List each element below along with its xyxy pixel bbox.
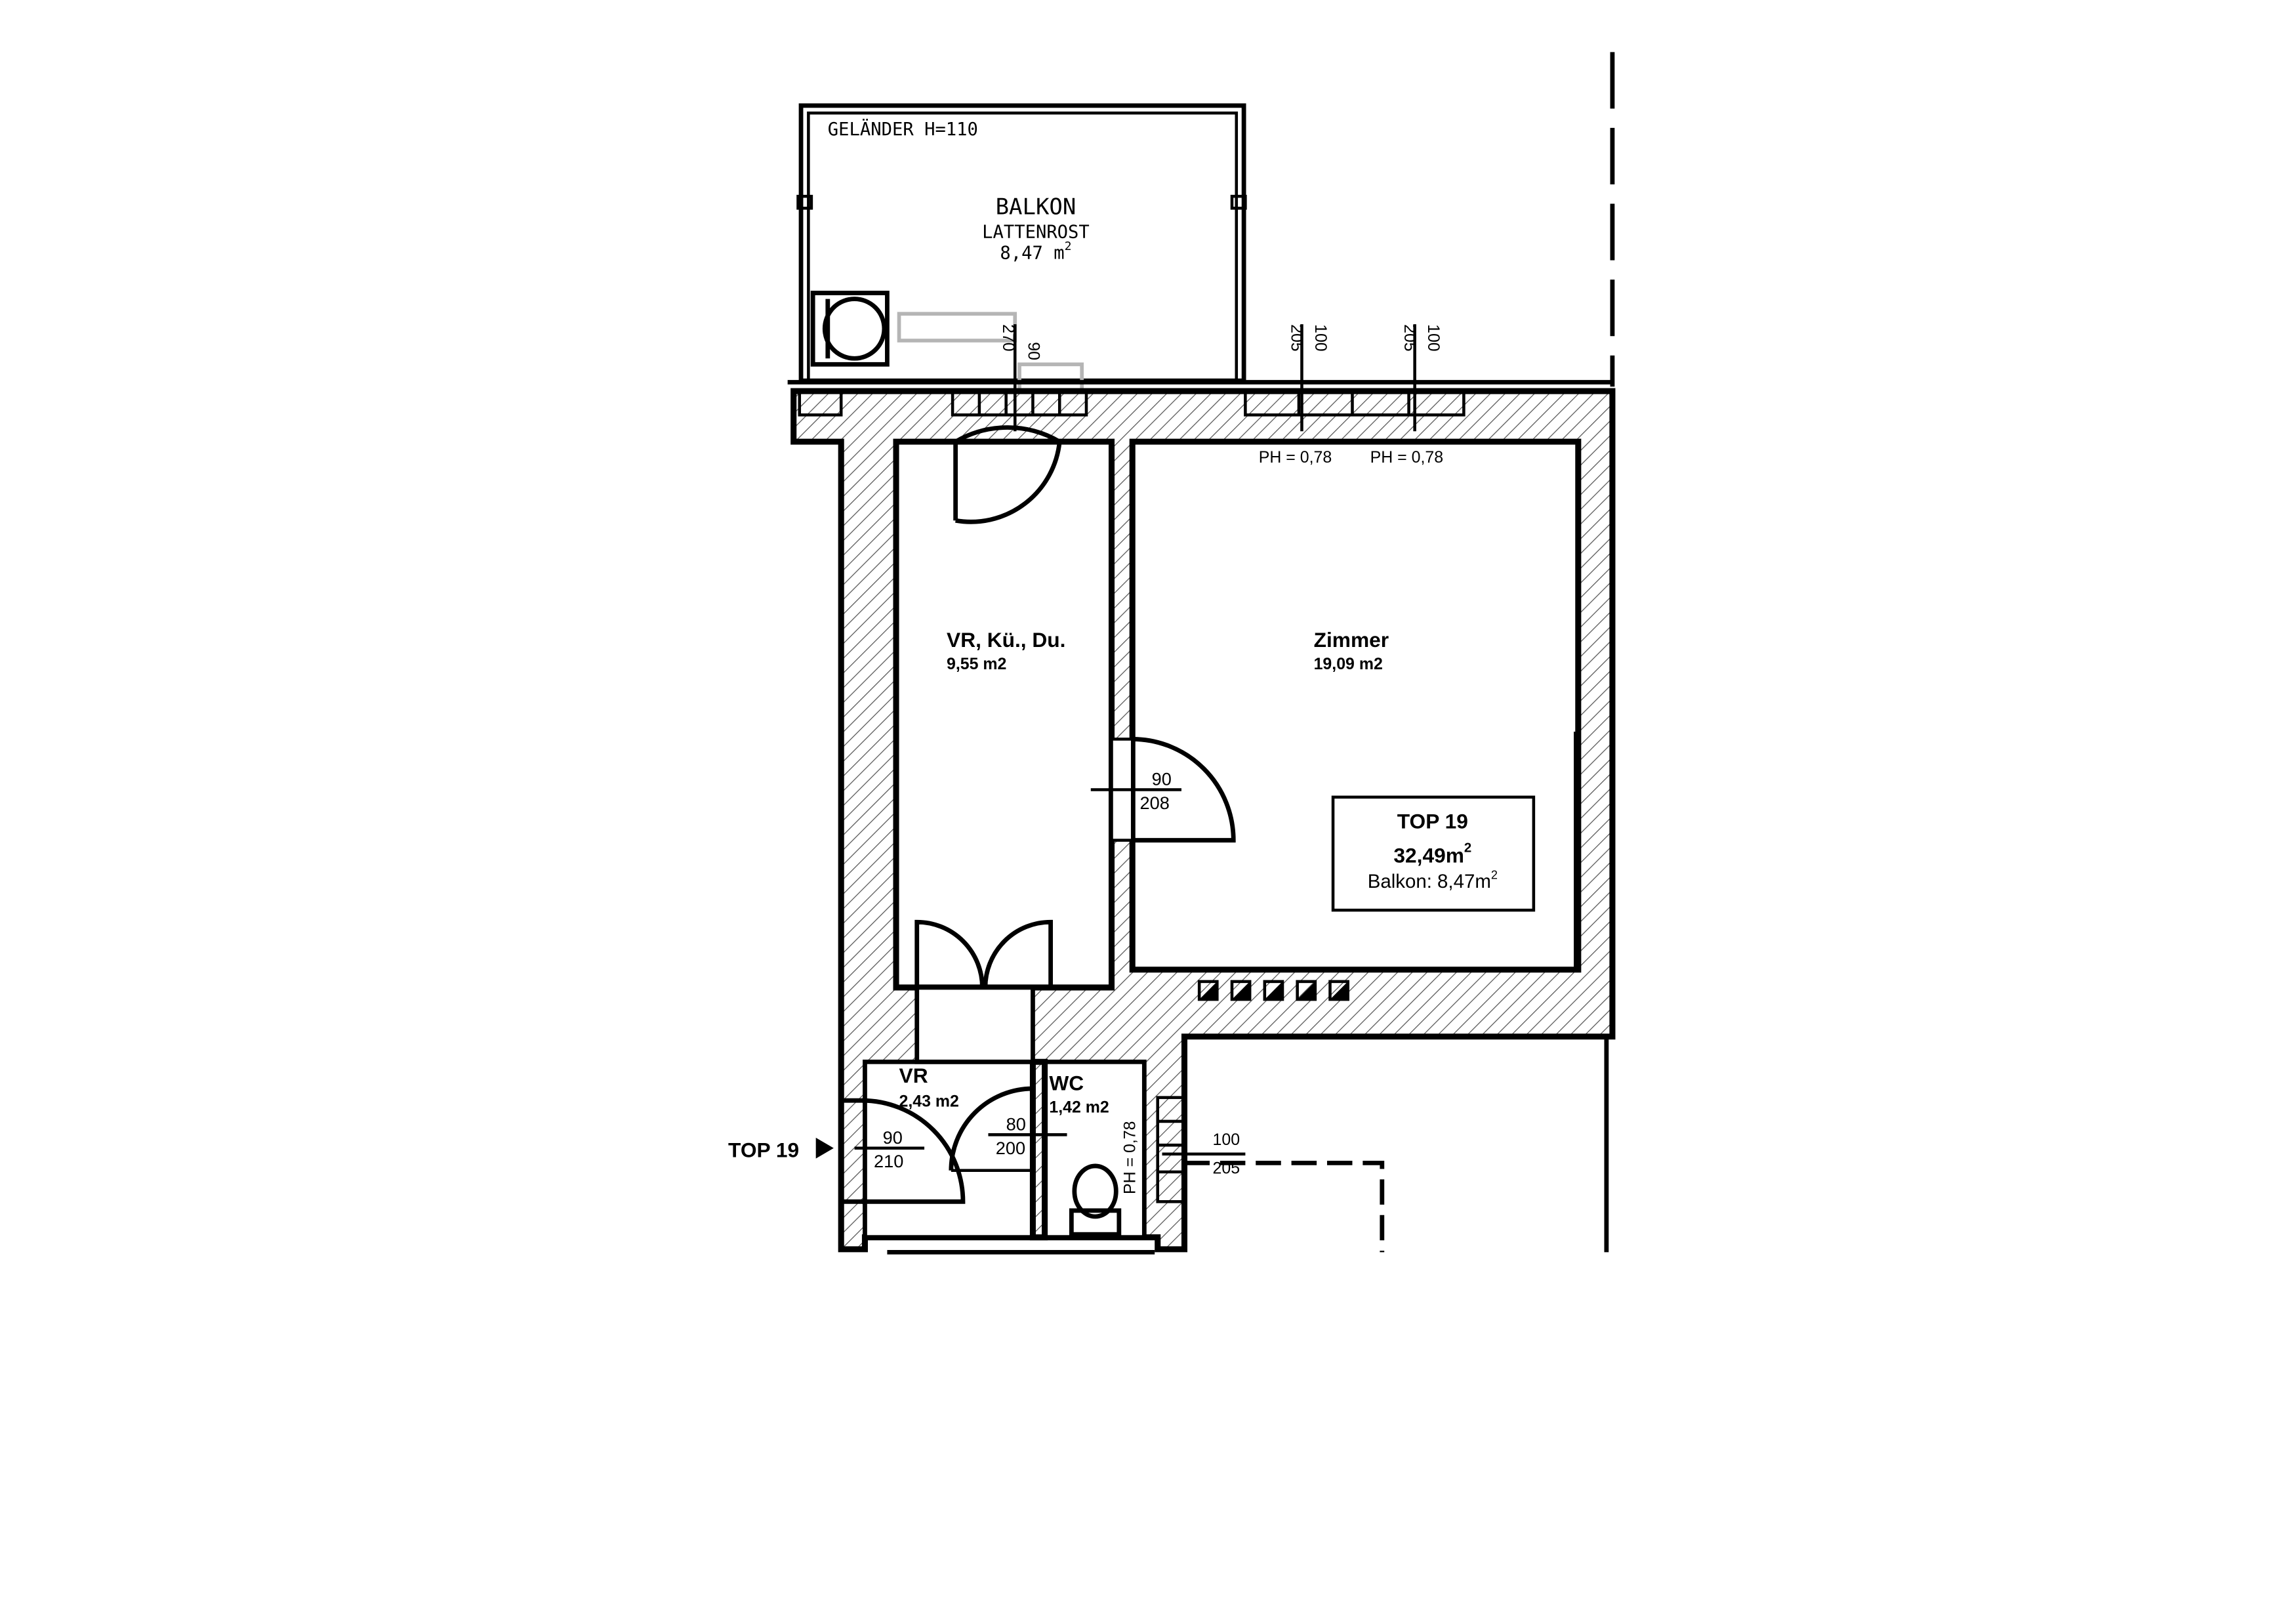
kitchen-name: VR, Kü., Du.: [947, 628, 1065, 652]
unit-title: TOP 19: [1397, 809, 1468, 833]
hall-window-height: 205: [1213, 1159, 1240, 1177]
balcony-door-swing: [953, 425, 1061, 521]
ac-unit-icon: [810, 291, 890, 367]
wc-window-frame: [1156, 1096, 1186, 1203]
unit-balcony-area: Balkon: 8,47m2: [1368, 868, 1498, 892]
ventilation-markers: [1197, 980, 1349, 1001]
window-frame: [798, 389, 843, 417]
hall-area: 2,43 m2: [899, 1092, 959, 1110]
window-1-height: 205: [1288, 324, 1306, 352]
window-1-parapet: PH = 0,78: [1259, 448, 1332, 467]
window-2-parapet: PH = 0,78: [1370, 448, 1443, 467]
balcony-floor-label: LATTENROST: [982, 222, 1090, 243]
balcony-area: 8,47 m2: [1000, 239, 1071, 264]
unit-info-box: TOP 19 32,49m2 Balkon: 8,47m2: [1331, 795, 1536, 912]
toilet-icon: [1069, 1163, 1122, 1237]
entry-door-height: 210: [874, 1151, 903, 1171]
dashed-outline: [1184, 1160, 1385, 1253]
entry-marker: TOP 19: [728, 1137, 834, 1161]
doors: [861, 425, 1236, 1204]
window-1-width: 100: [1311, 324, 1330, 352]
entry-arrow-icon: [815, 1137, 834, 1159]
room-name: Zimmer: [1314, 628, 1389, 652]
partition-wall: [1029, 1058, 1048, 1241]
hall-name: VR: [899, 1064, 928, 1087]
wc-floor: [1042, 1059, 1147, 1240]
passage: [914, 985, 1035, 1064]
wc-window-parapet: PH = 0,78: [1121, 1121, 1139, 1194]
window-2-height: 205: [1401, 324, 1419, 352]
balcony-title: BALKON: [996, 194, 1076, 220]
entry-door-swing: [861, 1098, 966, 1204]
hall-window-width: 100: [1213, 1131, 1240, 1149]
window-1-frame: [1244, 389, 1466, 417]
railing-post: [1230, 194, 1247, 210]
entry-label: TOP 19: [728, 1138, 799, 1161]
balcony-door-height: 270: [999, 324, 1017, 352]
windows: [798, 389, 1466, 1255]
wc-door-width: 80: [1006, 1114, 1026, 1135]
room-area: 19,09 m2: [1314, 655, 1383, 673]
room-door-swing: [1132, 737, 1236, 843]
kitchen-double-door-right: [983, 919, 1054, 988]
ac-fan-icon: [822, 297, 887, 361]
room-door-height: 208: [1140, 793, 1170, 813]
balcony-door-width: 90: [1025, 342, 1043, 360]
balcony-bench: [897, 312, 1017, 343]
kitchen-double-door-left: [914, 919, 985, 988]
wc-door-height: 200: [996, 1138, 1025, 1158]
railing-label: GELÄNDER H=110: [828, 119, 978, 140]
entry-door-width: 90: [883, 1127, 903, 1148]
boundary-lines: [840, 52, 1615, 1253]
window-2-width: 100: [1424, 324, 1443, 352]
wc-area: 1,42 m2: [1049, 1098, 1109, 1116]
kitchen-area: 9,55 m2: [947, 655, 1006, 673]
unit-area: 32,49m2: [1393, 841, 1471, 867]
railing-post: [796, 194, 813, 210]
unit-info-frame: [1331, 795, 1536, 912]
wc-name: WC: [1049, 1071, 1084, 1094]
room-door-width: 90: [1152, 769, 1172, 789]
room-labels: VR, Kü., Du. 9,55 m2 Zimmer 19,09 m2 VR …: [899, 628, 1389, 1116]
balcony-door-frame: [951, 389, 1088, 417]
dimensions: 90 270 205 100 205 100 PH = 0,78 PH = 0,…: [854, 324, 1443, 1194]
wc-door-swing: [949, 1086, 1033, 1171]
